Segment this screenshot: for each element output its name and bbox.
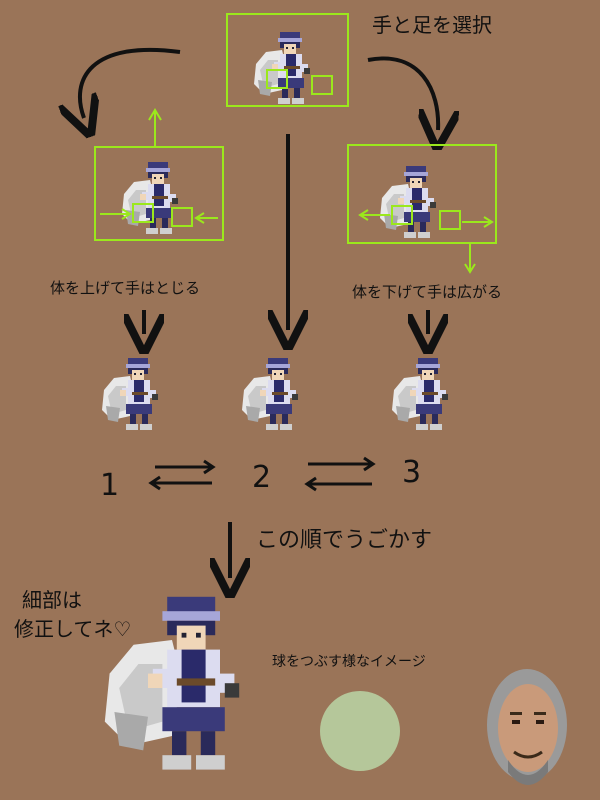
fix-details-line2: 修正してネ♡ [14, 617, 131, 641]
step-3-number: 3 [402, 455, 421, 490]
right-selection-box [347, 144, 497, 244]
top-selection-box [226, 13, 349, 107]
raise-body-label: 体を上げて手はとじる [50, 279, 200, 297]
lower-body-label: 体を下げて手は広がる [352, 283, 502, 301]
curve-arrow-left [80, 47, 181, 118]
character-sprite-2 [242, 358, 298, 430]
step-2-number: 2 [252, 460, 271, 495]
curve-arrow-right [367, 56, 438, 130]
left-hand-select-2 [132, 203, 154, 223]
character-sprite-raised [122, 162, 178, 234]
character-sprite-3 [392, 358, 448, 430]
select-parts-label: 手と足を選択 [372, 13, 492, 37]
left-hand-select [266, 69, 288, 89]
right-hand-select-3 [439, 210, 461, 230]
right-hand-select-2 [171, 207, 193, 227]
left-selection-box [94, 146, 224, 241]
order-label: この順でうごかす [256, 528, 432, 553]
character-sprite-1 [102, 358, 158, 430]
swap-arrows-1-2 [148, 459, 216, 491]
face-portrait-icon [487, 669, 567, 785]
character-sprite-top [254, 32, 310, 104]
step-1-number: 1 [100, 468, 119, 503]
squashed-ball-circle [320, 691, 400, 771]
character-sprite-lowered [380, 166, 436, 238]
right-hand-select [311, 75, 333, 95]
left-hand-select-3 [391, 205, 413, 225]
fix-details-line1: 細部は [22, 588, 82, 612]
swap-arrows-2-3 [304, 456, 376, 492]
ball-image-label: 球をつぶす様なイメージ [272, 654, 426, 670]
